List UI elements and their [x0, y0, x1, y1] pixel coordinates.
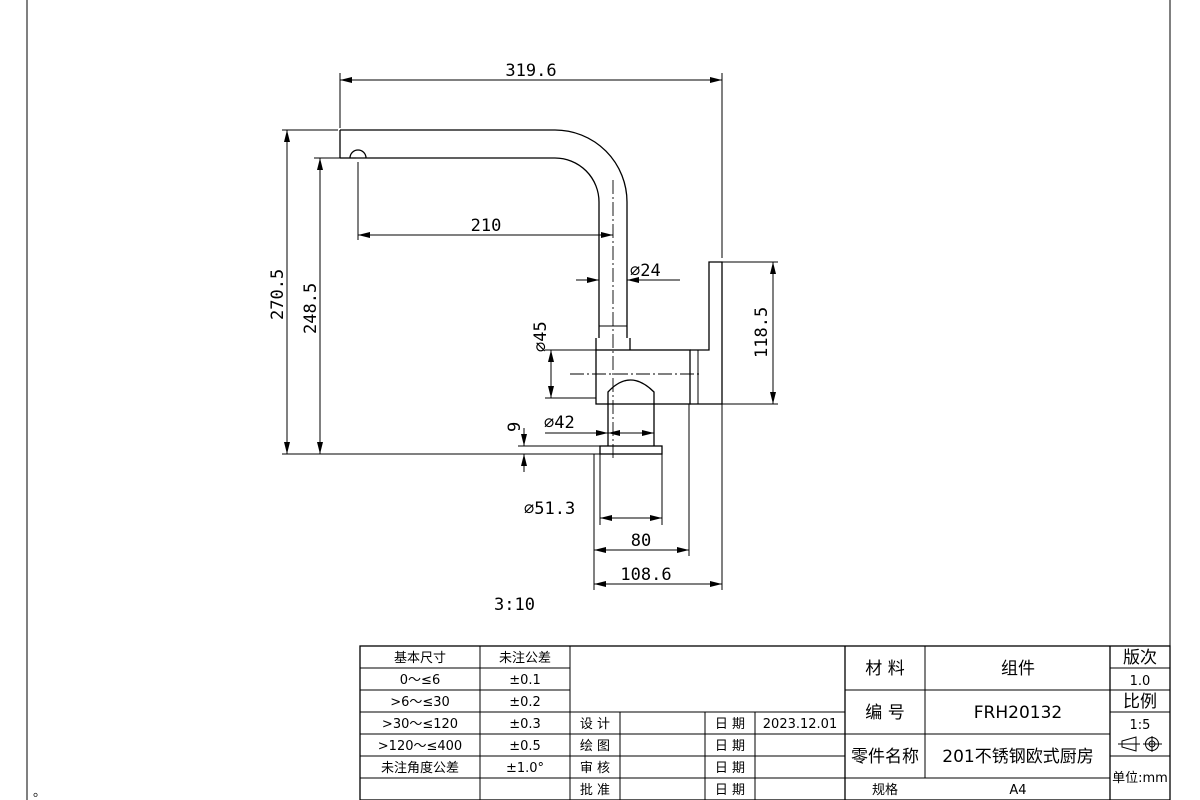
title-block: 基本尺寸 未注公差 0～≤6 ±0.1 >6～≤30 ±0.2 >30～≤120…	[359, 645, 1171, 800]
corner-mark: 。	[33, 785, 46, 800]
date-label: 日 期	[715, 717, 745, 732]
tol-value: ±0.5	[509, 739, 541, 754]
date-label: 日 期	[715, 761, 745, 776]
design-label: 设 计	[580, 717, 610, 732]
dim-flange-thickness: 9	[505, 422, 525, 432]
approve-label: 批 准	[580, 783, 610, 798]
draw-label: 绘 图	[580, 739, 610, 754]
part-name-label: 零件名称	[851, 747, 919, 767]
scale-note: 3:10	[494, 595, 535, 615]
dim-flange-diameter: ∅51.3	[524, 499, 575, 519]
dimension-lines	[282, 73, 778, 590]
dim-outlet-height: 248.5	[301, 283, 321, 334]
dim-base-width: 80	[631, 531, 651, 551]
sheet-border	[26, 0, 1171, 800]
dim-body-diameter: ∅45	[531, 321, 551, 352]
tol-range: 0～≤6	[400, 673, 440, 688]
dimension-labels: 319.6 210 ∅24 ∅45 118.5 270.5 248.5 9 ∅4…	[268, 61, 772, 615]
dim-overall-width: 319.6	[505, 61, 556, 81]
dim-pipe-diameter: ∅24	[630, 261, 661, 281]
tol-value: ±1.0°	[506, 761, 544, 776]
tol-header-size: 基本尺寸	[394, 651, 446, 666]
tol-range: 未注角度公差	[381, 760, 459, 776]
number-label: 编 号	[865, 703, 904, 723]
tol-header-tol: 未注公差	[499, 651, 551, 666]
tol-range: >6～≤30	[390, 695, 450, 710]
unit-label: 单位:mm	[1112, 771, 1168, 786]
date-label: 日 期	[715, 783, 745, 798]
body	[595, 338, 691, 405]
version-value: 1.0	[1130, 674, 1151, 689]
faucet-outline	[339, 129, 723, 458]
tol-range: >30～≤120	[382, 717, 458, 732]
part-name: 201不锈钢欧式厨房	[942, 747, 1093, 767]
handle	[690, 261, 723, 405]
base	[599, 404, 663, 455]
ratio-value: 1:5	[1130, 718, 1151, 733]
part-number: FRH20132	[974, 703, 1062, 723]
spec-value: A4	[1009, 783, 1026, 798]
dim-spout-reach: 210	[471, 216, 502, 236]
tol-range: >120～≤400	[378, 739, 462, 754]
tol-value: ±0.3	[509, 717, 541, 732]
centerlines	[570, 180, 700, 458]
review-label: 审 核	[580, 761, 610, 776]
tol-value: ±0.2	[509, 695, 541, 710]
spec-label: 规格	[872, 782, 898, 798]
dim-base-diameter: ∅42	[544, 413, 575, 433]
ratio-label: 比例	[1123, 692, 1157, 712]
tol-value: ±0.1	[509, 673, 541, 688]
projection-symbol-icon	[1118, 736, 1162, 752]
spout	[339, 129, 628, 338]
version-label: 版次	[1123, 648, 1157, 668]
date-label: 日 期	[715, 739, 745, 754]
material-value: 组件	[1001, 659, 1035, 679]
dim-overall-height: 270.5	[268, 269, 288, 320]
design-date: 2023.12.01	[763, 717, 837, 732]
material-label: 材 料	[865, 659, 904, 679]
dim-handle-height: 118.5	[752, 307, 772, 358]
dim-body-width: 108.6	[620, 565, 671, 585]
